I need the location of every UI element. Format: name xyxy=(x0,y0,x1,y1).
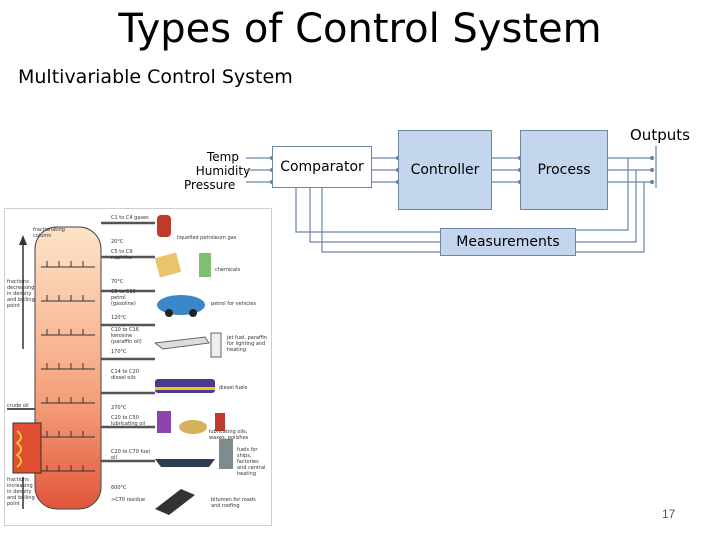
temp-label: 20°C xyxy=(111,239,124,245)
fraction-label: C5 to C10 petrol (gasoline) xyxy=(111,289,136,307)
temp-label: 270°C xyxy=(111,405,127,411)
page-number: 17 xyxy=(662,507,676,521)
product-label: bitumen for roads and roofing xyxy=(211,497,256,509)
label-increasing-density: fractions increasing in density and boil… xyxy=(7,477,35,507)
input-humidity: Humidity xyxy=(195,164,251,178)
comparator-block: Comparator xyxy=(272,146,372,188)
fraction-label: C10 to C16 kerosine (paraffin oil) xyxy=(111,327,142,345)
fraction-label: C20 to C50 lubricating oil xyxy=(111,415,146,427)
process-block: Process xyxy=(520,130,608,210)
fraction-label: C1 to C4 gases xyxy=(111,215,149,221)
outputs-label: Outputs xyxy=(630,126,690,144)
product-label: lubricating oils, waxes, polishes xyxy=(209,429,249,441)
temp-label: 70°C xyxy=(111,279,124,285)
fraction-label: C20 to C70 fuel oil xyxy=(111,449,150,461)
label-decreasing-density: fractions decreasing in density and boil… xyxy=(7,279,35,309)
distillation-column-graphic xyxy=(7,215,233,515)
product-label: liquefied petroleum gas xyxy=(177,235,237,241)
controller-block: Controller xyxy=(398,130,492,210)
fraction-label: C5 to C9 naphtha xyxy=(111,249,133,261)
page-title: Types of Control System xyxy=(118,6,602,52)
fractional-distillation-illustration: fractionating column fractions decreasin… xyxy=(4,208,272,526)
fraction-label: C14 to C20 diesel oils xyxy=(111,369,139,381)
temp-label: 600°C xyxy=(111,485,127,491)
temp-label: 170°C xyxy=(111,349,127,355)
measurements-block: Measurements xyxy=(440,228,576,256)
input-temp: Temp xyxy=(207,150,239,164)
temp-label: 120°C xyxy=(111,315,127,321)
fraction-label: >C70 residue xyxy=(111,497,146,503)
subtitle: Multivariable Control System xyxy=(18,66,293,88)
product-label: chemicals xyxy=(215,267,241,273)
label-crude-oil: crude oil xyxy=(7,403,29,409)
product-label: diesel fuels xyxy=(219,385,248,391)
label-fractionating-column: fractionating column xyxy=(33,227,65,239)
product-label: petrol for vehicles xyxy=(211,301,257,307)
product-label: fuels for ships, factories and central h… xyxy=(237,447,266,477)
product-label: jet fuel, paraffin for lighting and heat… xyxy=(227,335,267,353)
inputs-list: Temp Humidity Pressure xyxy=(180,150,266,192)
input-pressure: Pressure xyxy=(184,178,236,192)
